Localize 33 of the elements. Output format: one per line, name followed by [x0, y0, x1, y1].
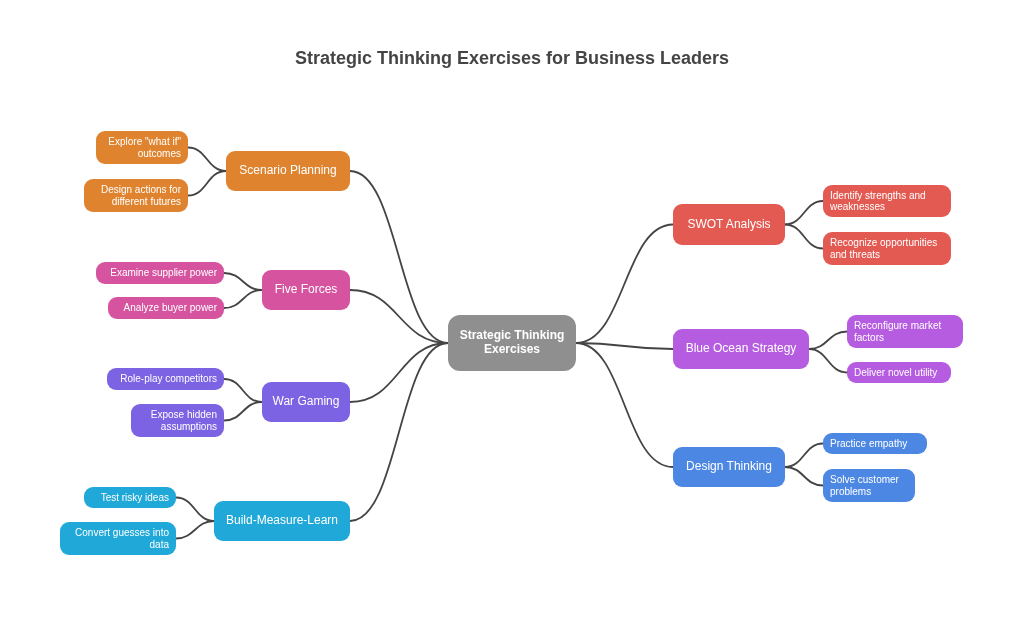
subtopic: Test risky ideas [84, 487, 176, 508]
subtopic: Design actions for different futures [84, 179, 188, 212]
branch-topic: SWOT Analysis [673, 204, 785, 245]
connector-line [808, 348, 848, 374]
connector-line [575, 342, 674, 468]
connector-line [784, 223, 824, 250]
subtopic: Expose hidden assumptions [131, 404, 224, 437]
subtopic: Reconfigure market factors [847, 315, 963, 348]
central-topic: Strategic Thinking Exercises [448, 315, 576, 371]
subtopic: Analyze buyer power [108, 297, 224, 319]
branch-topic: Design Thinking [673, 447, 785, 487]
branch-topic: Five Forces [262, 270, 350, 310]
branch-topic: Blue Ocean Strategy [673, 329, 809, 369]
subtopic: Recognize opportunities and threats [823, 232, 951, 265]
connector-line [784, 466, 824, 487]
subtopic: Role-play competitors [107, 368, 224, 390]
branch-topic: Scenario Planning [226, 151, 350, 191]
subtopic: Examine supplier power [96, 262, 224, 284]
connector-line [784, 200, 824, 226]
branch-topic: Build-Measure-Learn [214, 501, 350, 541]
subtopic: Identify strengths and weaknesses [823, 185, 951, 217]
subtopic: Convert guesses into data [60, 522, 176, 555]
connector-line [175, 520, 215, 540]
connector-line [223, 289, 263, 309]
connector-line [223, 401, 263, 422]
subtopic: Deliver novel utility [847, 362, 951, 383]
subtopic: Explore "what if" outcomes [96, 131, 188, 164]
branch-topic: War Gaming [262, 382, 350, 422]
subtopic: Solve customer problems [823, 469, 915, 502]
connector-line [349, 342, 449, 522]
subtopic: Practice empathy [823, 433, 927, 454]
connector-line [187, 170, 227, 197]
title: Strategic Thinking Exercises for Business Leaders [293, 48, 731, 69]
